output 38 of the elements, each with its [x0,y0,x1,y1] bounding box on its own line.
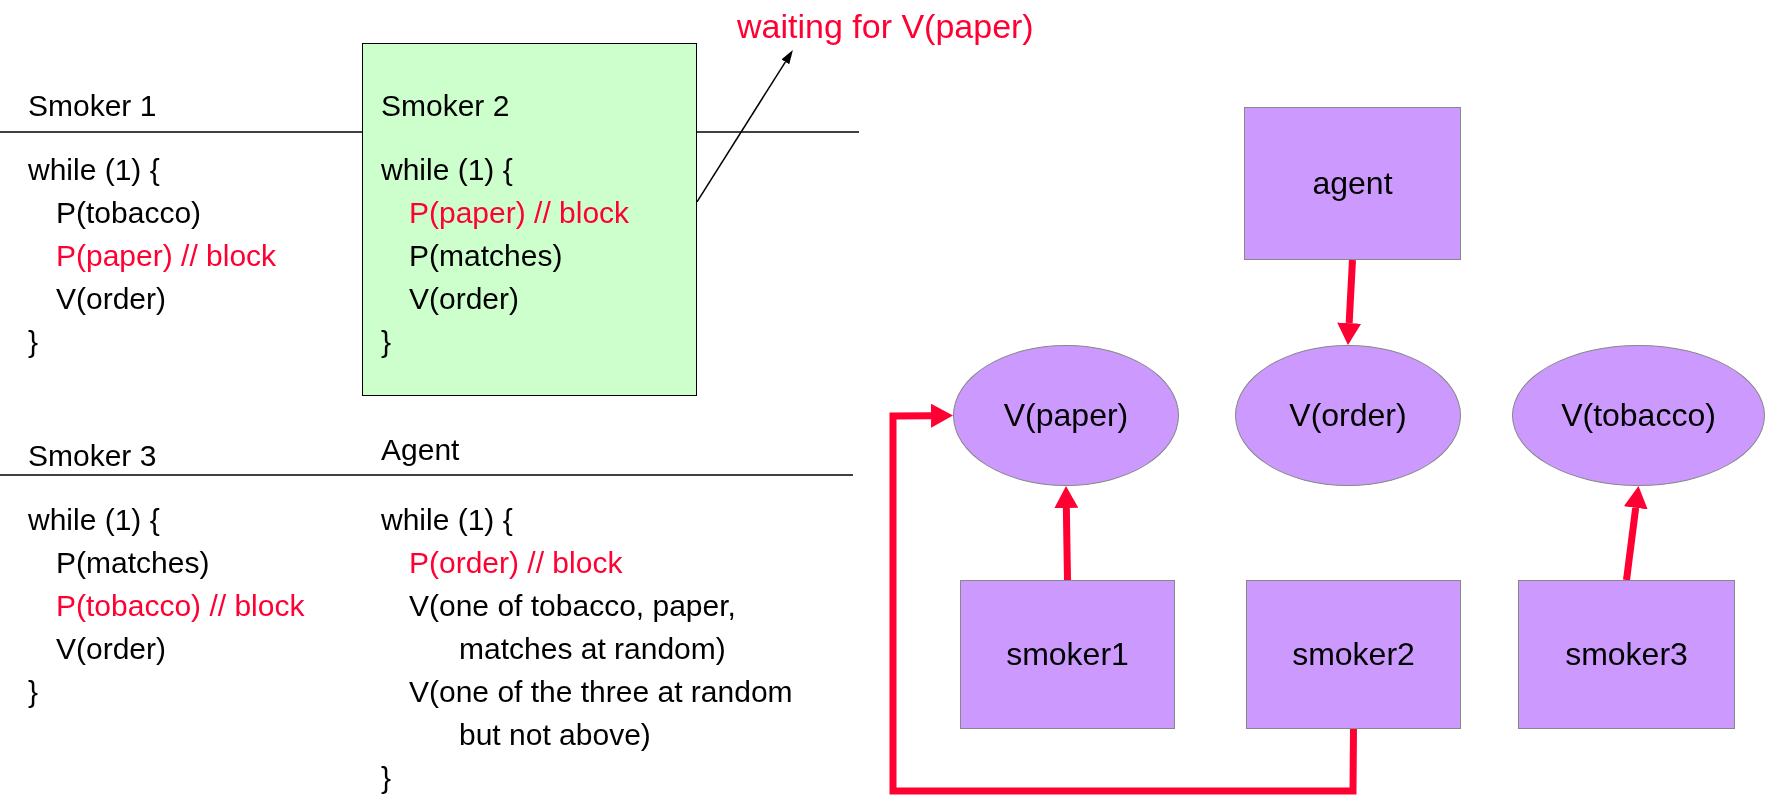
code-line: V(one of the three at random but not above) [408,674,794,753]
code-line: P(paper) // block [408,195,631,231]
code-panel [362,43,697,396]
process-box: smoker2 [1246,580,1461,729]
code-line: V(order) [408,281,521,317]
code-line: while (1) { [381,152,514,188]
column-heading: Agent [381,432,461,468]
column-heading: Smoker 3 [28,438,158,474]
code-line: } [28,674,40,710]
semaphore-ellipse: V(paper) [953,345,1179,486]
code-line: } [381,324,393,360]
code-line: V(order) [55,281,168,317]
column-heading: Smoker 2 [381,88,511,124]
arrow [1623,486,1648,581]
code-line: } [381,760,393,796]
leader-arrow [696,50,793,203]
code-line: while (1) { [28,152,161,188]
arrow [1337,259,1362,345]
code-line: while (1) { [28,502,161,538]
code-line: while (1) { [381,502,514,538]
code-line: } [28,324,40,360]
code-line: V(order) [55,631,168,667]
process-box: smoker1 [960,580,1175,729]
semaphore-ellipse: V(order) [1235,345,1461,486]
annotation-text: waiting for V(paper) [737,2,1167,50]
semaphore-ellipse: V(tobacco) [1512,345,1765,486]
code-line: P(tobacco) [55,195,203,231]
code-line: P(paper) // block [55,238,278,274]
code-line: V(one of tobacco, paper, matches at random) [408,588,737,667]
process-box: agent [1244,107,1461,260]
code-line: P(order) // block [408,545,624,581]
arrow [889,403,1357,795]
code-line: P(matches) [408,238,564,274]
arrow [1054,486,1079,581]
process-box: smoker3 [1518,580,1735,729]
code-line: P(tobacco) // block [55,588,306,624]
code-line: P(matches) [55,545,211,581]
column-heading: Smoker 1 [28,88,158,124]
